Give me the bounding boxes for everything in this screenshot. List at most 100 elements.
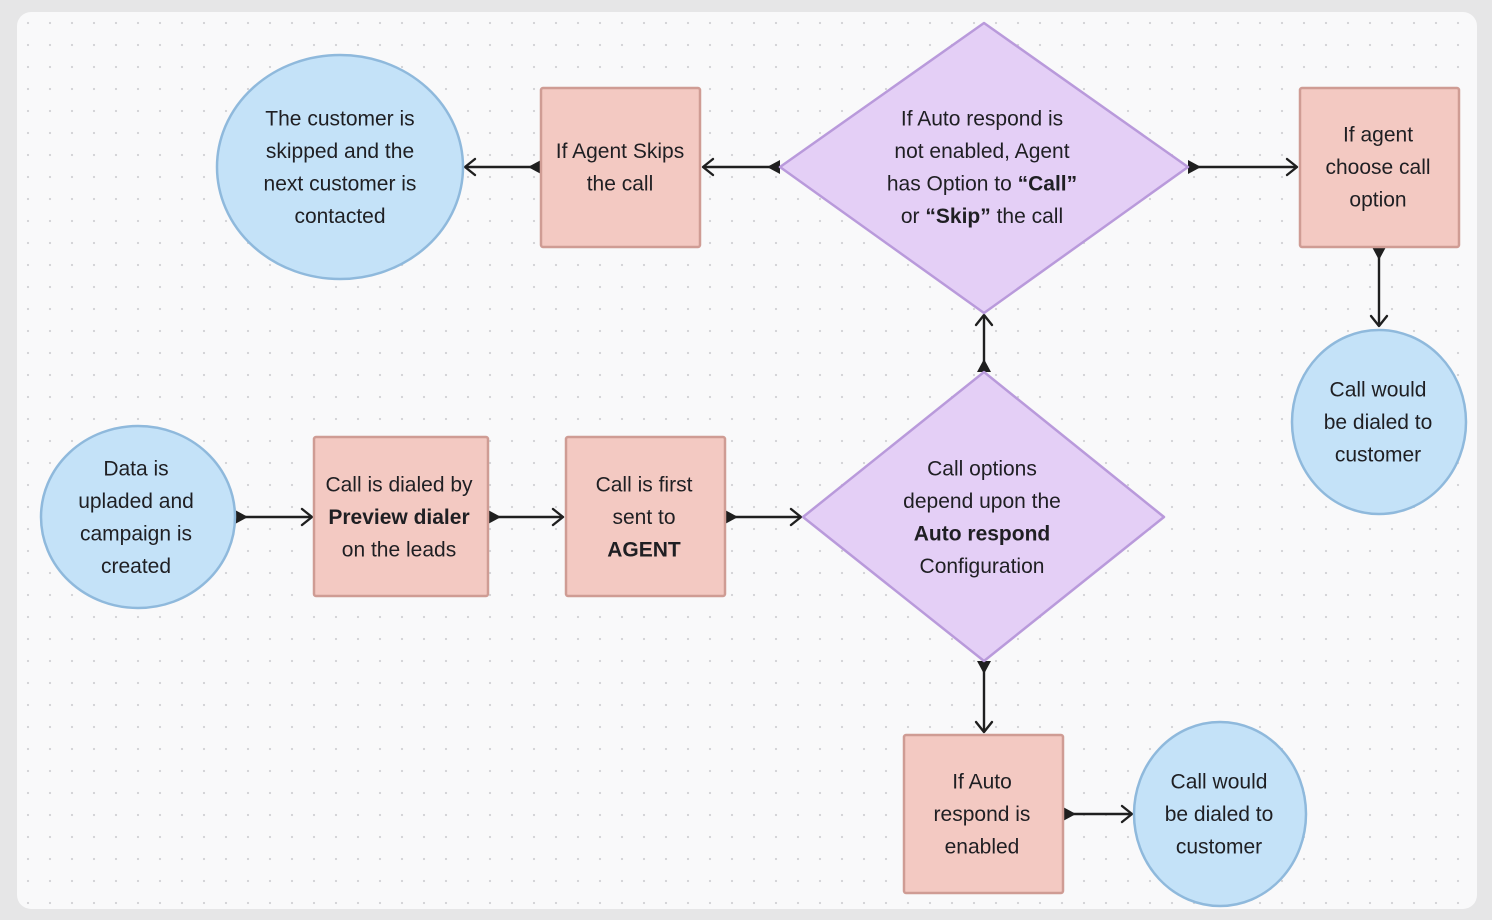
label-bold-run: Auto respond xyxy=(914,522,1051,545)
label-bold-run: “Skip” xyxy=(925,205,990,228)
label-run: created xyxy=(101,555,171,578)
label-line: on the leads xyxy=(342,539,456,562)
label-line: AGENT xyxy=(607,539,681,562)
label-run: Call would xyxy=(1330,379,1427,402)
edge-agent-choose-to-dialed xyxy=(1369,247,1389,328)
label-line: If Auto xyxy=(952,771,1012,794)
label-run: be dialed to xyxy=(1165,803,1274,826)
label-line: contacted xyxy=(294,205,385,228)
label-run: customer xyxy=(1335,444,1421,467)
edge-auto-respond-to-agent-choose xyxy=(1188,157,1299,177)
node-skipped-customer: The customer is skipped and the next custo… xyxy=(215,53,465,281)
label-line: Configuration xyxy=(920,555,1045,578)
node-auto-respond-not-enabled-label: If Auto respond is not enabled, Agent has … xyxy=(887,107,1077,228)
node-agent-skips: If Agent Skips the call xyxy=(539,86,702,249)
label-line: not enabled, Agent xyxy=(894,140,1069,163)
label-line: choose call xyxy=(1325,156,1430,179)
label-run: not enabled, Agent xyxy=(894,140,1069,163)
node-skipped-customer-label: The customer is skipped and the next custo… xyxy=(264,107,417,228)
node-auto-respond-not-enabled: If Auto respond is not enabled, Agent has … xyxy=(778,21,1190,315)
label-line: Preview dialer xyxy=(328,506,469,529)
node-agent-skips-label: If Agent Skips the call xyxy=(556,140,684,196)
label-run: enabled xyxy=(945,836,1020,859)
label-line: Call is dialed by xyxy=(325,474,473,497)
label-run: Configuration xyxy=(920,555,1045,578)
node-preview-dialer: Call is dialed by Preview dialer on the le… xyxy=(312,435,490,598)
label-run: Call is first xyxy=(596,474,693,497)
label-line: depend upon the xyxy=(903,490,1061,513)
label-line: Data is xyxy=(103,457,168,480)
label-line: Call options xyxy=(927,457,1037,480)
label-run: Data is xyxy=(103,457,168,480)
label-run: Call would xyxy=(1171,771,1268,794)
label-line: be dialed to xyxy=(1324,411,1433,434)
node-agent-choose-call: If agent choose call option xyxy=(1298,86,1461,249)
label-run: campaign is xyxy=(80,522,192,545)
label-line: The customer is xyxy=(265,107,414,130)
label-run: respond is xyxy=(934,803,1031,826)
label-line: If agent xyxy=(1343,124,1413,147)
label-run: option xyxy=(1349,189,1406,212)
label-line: has Option to “Call” xyxy=(887,172,1077,195)
node-dialed-bottom-label: Call would be dialed to customer xyxy=(1165,771,1274,859)
label-run: upladed and xyxy=(78,490,194,513)
label-line: If Auto respond is xyxy=(901,107,1063,130)
node-auto-respond-enabled: If Auto respond is enabled xyxy=(902,733,1065,895)
label-line: upladed and xyxy=(78,490,194,513)
label-run: sent to xyxy=(612,506,675,529)
label-bold-run: AGENT xyxy=(607,539,681,562)
label-run: choose call xyxy=(1325,156,1430,179)
label-run: on the leads xyxy=(342,539,456,562)
label-run: If agent xyxy=(1343,124,1413,147)
node-data-uploaded: Data is upladed and campaign is created xyxy=(39,424,237,610)
label-bold-run: Preview dialer xyxy=(328,506,469,529)
label-line: enabled xyxy=(945,836,1020,859)
label-line: the call xyxy=(587,172,654,195)
label-run: next customer is xyxy=(264,172,417,195)
label-run: or xyxy=(901,205,926,228)
node-auto-respond-enabled-label: If Auto respond is enabled xyxy=(934,771,1031,859)
label-run: If Auto xyxy=(952,771,1012,794)
label-line: customer xyxy=(1176,836,1262,859)
edge-enabled-to-dialed xyxy=(1063,804,1134,824)
node-sent-to-agent: Call is first sent to AGENT xyxy=(564,435,727,598)
node-dialed-top-label: Call would be dialed to customer xyxy=(1324,379,1433,467)
label-run: If Agent Skips xyxy=(556,140,684,163)
label-line: Call would xyxy=(1330,379,1427,402)
edge-call-options-to-auto-respond xyxy=(974,313,994,372)
label-line: respond is xyxy=(934,803,1031,826)
label-line: sent to xyxy=(612,506,675,529)
node-data-uploaded-label: Data is upladed and campaign is created xyxy=(78,457,194,578)
node-preview-dialer-label: Call is dialed by Preview dialer on the le… xyxy=(325,474,473,562)
edge-agent-skips-to-skipped-customer xyxy=(463,157,541,177)
label-run: depend upon the xyxy=(903,490,1061,513)
label-run: If Auto respond is xyxy=(901,107,1063,130)
edge-preview-dialer-to-agent xyxy=(488,507,565,527)
label-run: Call is dialed by xyxy=(325,474,473,497)
label-run: be dialed to xyxy=(1324,411,1433,434)
label-line: campaign is xyxy=(80,522,192,545)
label-line: next customer is xyxy=(264,172,417,195)
label-run: customer xyxy=(1176,836,1262,859)
node-agent-choose-call-label: If agent choose call option xyxy=(1325,124,1430,212)
label-line: Auto respond xyxy=(914,522,1051,545)
label-line: be dialed to xyxy=(1165,803,1274,826)
edge-data-to-preview-dialer xyxy=(235,507,314,527)
label-run: has Option to xyxy=(887,172,1018,195)
label-run: the call xyxy=(991,205,1063,228)
edge-call-options-to-enabled xyxy=(974,661,994,734)
label-run: the call xyxy=(587,172,654,195)
label-run: Call options xyxy=(927,457,1037,480)
label-line: skipped and the xyxy=(266,140,414,163)
label-line: Call is first xyxy=(596,474,693,497)
node-dialed-top: Call would be dialed to customer xyxy=(1290,328,1468,516)
node-sent-to-agent-label: Call is first sent to AGENT xyxy=(596,474,693,562)
edge-auto-respond-to-agent-skips xyxy=(701,157,780,177)
label-bold-run: “Call” xyxy=(1018,172,1078,195)
label-run: skipped and the xyxy=(266,140,414,163)
label-run: The customer is xyxy=(265,107,414,130)
label-line: or “Skip” the call xyxy=(901,205,1063,228)
